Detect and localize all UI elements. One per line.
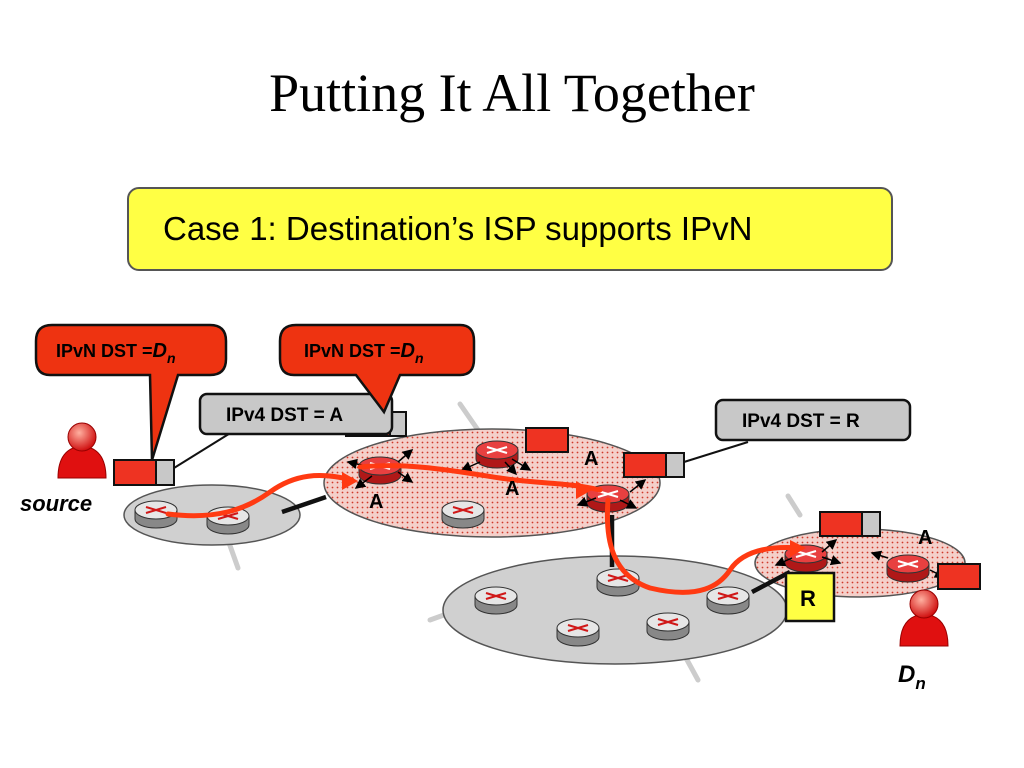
router-transit-4 bbox=[646, 612, 690, 641]
destination-label-sub: n bbox=[915, 674, 925, 693]
router-anycast-2 bbox=[475, 440, 519, 469]
slide-title: Putting It All Together bbox=[269, 63, 755, 123]
case-banner: Case 1: Destination’s ISP supports IPvN bbox=[127, 187, 893, 271]
callout-ipvn-left-prefix: IPvN DST = bbox=[56, 341, 153, 361]
anycast-label-2: A bbox=[505, 478, 519, 500]
source-label: source bbox=[20, 491, 92, 516]
callout-ipvn-left: IPvN DST =Dn bbox=[34, 323, 228, 461]
router-transit-5 bbox=[706, 586, 750, 615]
callout-ipvn-left-sub: n bbox=[167, 350, 176, 366]
destination-label-var: D bbox=[898, 661, 915, 688]
router-transit-3 bbox=[556, 618, 600, 647]
packet-at-source bbox=[113, 459, 175, 486]
packet-encapsulated-right bbox=[623, 452, 685, 478]
svg-text:IPvN DST =Dn: IPvN DST =Dn bbox=[304, 340, 424, 366]
router-ipvn-gray-1 bbox=[441, 500, 485, 529]
callout-ipvn-left-var: D bbox=[153, 340, 167, 362]
callout-ipvn-right-prefix: IPvN DST = bbox=[304, 341, 401, 361]
packet-path bbox=[165, 463, 803, 595]
svg-text:IPvN DST =Dn: IPvN DST =Dn bbox=[56, 340, 176, 366]
destination-label: Dn bbox=[898, 661, 926, 693]
packet-at-destination bbox=[937, 563, 981, 590]
relay-box: R bbox=[784, 571, 836, 623]
source-person-icon bbox=[57, 422, 107, 479]
anycast-label-3: A bbox=[584, 448, 598, 470]
callout-ipv4-dst-r: IPv4 DST = R bbox=[683, 398, 912, 463]
anycast-label-4: A bbox=[918, 527, 932, 549]
callout-ipvn-right-var: D bbox=[401, 340, 415, 362]
callout-ipv4-dst-a: IPv4 DST = A bbox=[173, 392, 394, 469]
anycast-spray-arrows bbox=[346, 449, 946, 578]
packet-encapsulated-dest bbox=[819, 511, 881, 537]
packet-ipvn-middle bbox=[525, 427, 569, 453]
case-label: Case 1: Destination’s ISP supports IPvN bbox=[163, 210, 753, 247]
callout-ipv4-dst-r-text: IPv4 DST = R bbox=[742, 411, 860, 432]
relay-label: R bbox=[800, 586, 816, 611]
anycast-label-1: A bbox=[369, 491, 383, 513]
router-transit-2 bbox=[596, 568, 640, 597]
callout-ipvn-right-sub: n bbox=[415, 350, 424, 366]
callout-ipvn-right: IPvN DST =Dn bbox=[278, 323, 476, 415]
packet-path-arrowheads bbox=[342, 472, 806, 557]
router-dest-1 bbox=[784, 544, 828, 573]
router-dest-anycast bbox=[886, 554, 930, 583]
router-anycast-1 bbox=[358, 456, 402, 485]
router-transit-1 bbox=[474, 586, 518, 615]
callout-ipv4-dst-a-text: IPv4 DST = A bbox=[226, 405, 343, 426]
destination-person-icon bbox=[899, 589, 949, 647]
